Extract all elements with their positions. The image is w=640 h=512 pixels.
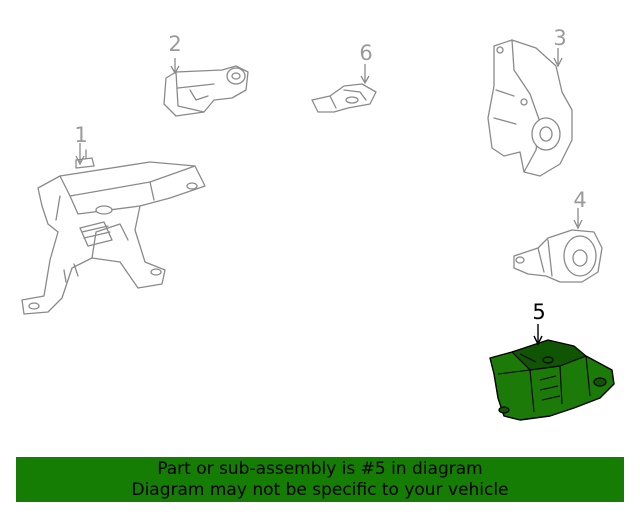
part-1-mount-bracket[interactable] [21,143,206,315]
callout-1[interactable]: 1 [74,123,88,147]
callout-6[interactable]: 6 [359,41,373,65]
info-banner: Part or sub-assembly is #5 in diagram Di… [16,457,624,502]
banner-line-2: Diagram may not be specific to your vehi… [131,479,509,500]
part-5-transmission-mount[interactable] [489,324,615,421]
callout-3[interactable]: 3 [553,26,567,50]
callout-5[interactable]: 5 [532,300,546,324]
part-6-bracket[interactable] [311,64,377,113]
callout-2[interactable]: 2 [168,32,182,56]
banner-line-1: Part or sub-assembly is #5 in diagram [157,458,483,479]
part-2-mount[interactable] [163,58,249,117]
part-4-round-mount[interactable] [513,208,603,283]
part-3-engine-bracket[interactable] [487,39,573,177]
callout-4[interactable]: 4 [573,188,587,212]
